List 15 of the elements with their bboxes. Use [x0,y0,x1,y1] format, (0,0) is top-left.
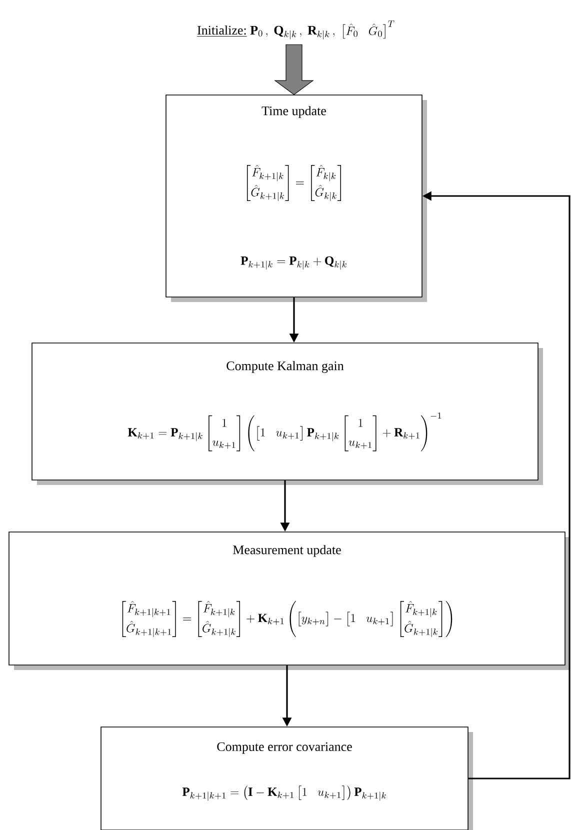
equation: $\mathbf{P}_{k+1|k}=\mathbf{P}_{k|k}+\mathbf{Q}_{k|k}$ [240,256,346,270]
box-title: Time update [262,106,326,118]
block-arrow [274,44,314,95]
box-title: Measurement update [233,545,341,557]
process-box [166,94,427,302]
box-title: Compute Kalman gain [226,361,344,373]
process-box [100,726,473,830]
equation: $\mathbf{P}_{k+1|k+1}=\left(\mathbf{I}-\mathbf{K}_{k+1}\begin{bmatrix}1 & u_{k+1}\end{bmatrix}\right)\mathbf{P}_{k+1|k}$ [182,786,386,801]
equation: $\begin{bmatrix}\hat{F}_{k+1|k}\\[4pt] \hat{G}_{k+1|k}\end{bmatrix}=\begin{bmatrix}\hat{F}_{k|k}\\[4pt] \hat{G}_{k|k}\end{bmatrix}$ [246,164,341,202]
process-box [32,342,543,485]
equation: $\begin{bmatrix}\hat{F}_{k+1|k+1}\\[4pt] \hat{G}_{k+1|k+1}\end{bmatrix}=\begin{bmatrix}\hat{F}_{k+1|k}\\[4pt] \hat{G}_{k+1|k}\end{bmatrix}+\mathbf{K}_{k+1}\left(\begin{bmatrix}y_{k+n}\end{bmatrix}-\begin{bmatrix}1 & u_{k+1}\end{bmatrix}\begin{bmatrix}\hat{F}_{k+1|k}\\[4pt] \hat{G}_{k+1|k}\end{bmatrix}\right)$ [122,600,452,638]
box-title: Compute error covariance [217,742,352,754]
initialization-text: Initialize: $\mathbf{P}_0\,,\ \mathbf{Q}_{k|k}\,,\ \mathbf{R}_{k|k}\,,\ \begin{bmatrix}\hat{F}_0 & \hat{G}_0\end{bmatrix}^T$ [196,20,394,40]
process-box [8,532,570,670]
equation: $\mathbf{K}_{k+1}=\mathbf{P}_{k+1|k}\begin{bmatrix}1\\[4pt] u_{k+1}\end{bmatrix}\left(\begin{bmatrix}1 & u_{k+1}\end{bmatrix}\mathbf{P}_{k+1|k}\begin{bmatrix}1\\[4pt] u_{k+1}\end{bmatrix}+\mathbf{R}_{k+1}\right)^{-1}$ [128,412,442,452]
